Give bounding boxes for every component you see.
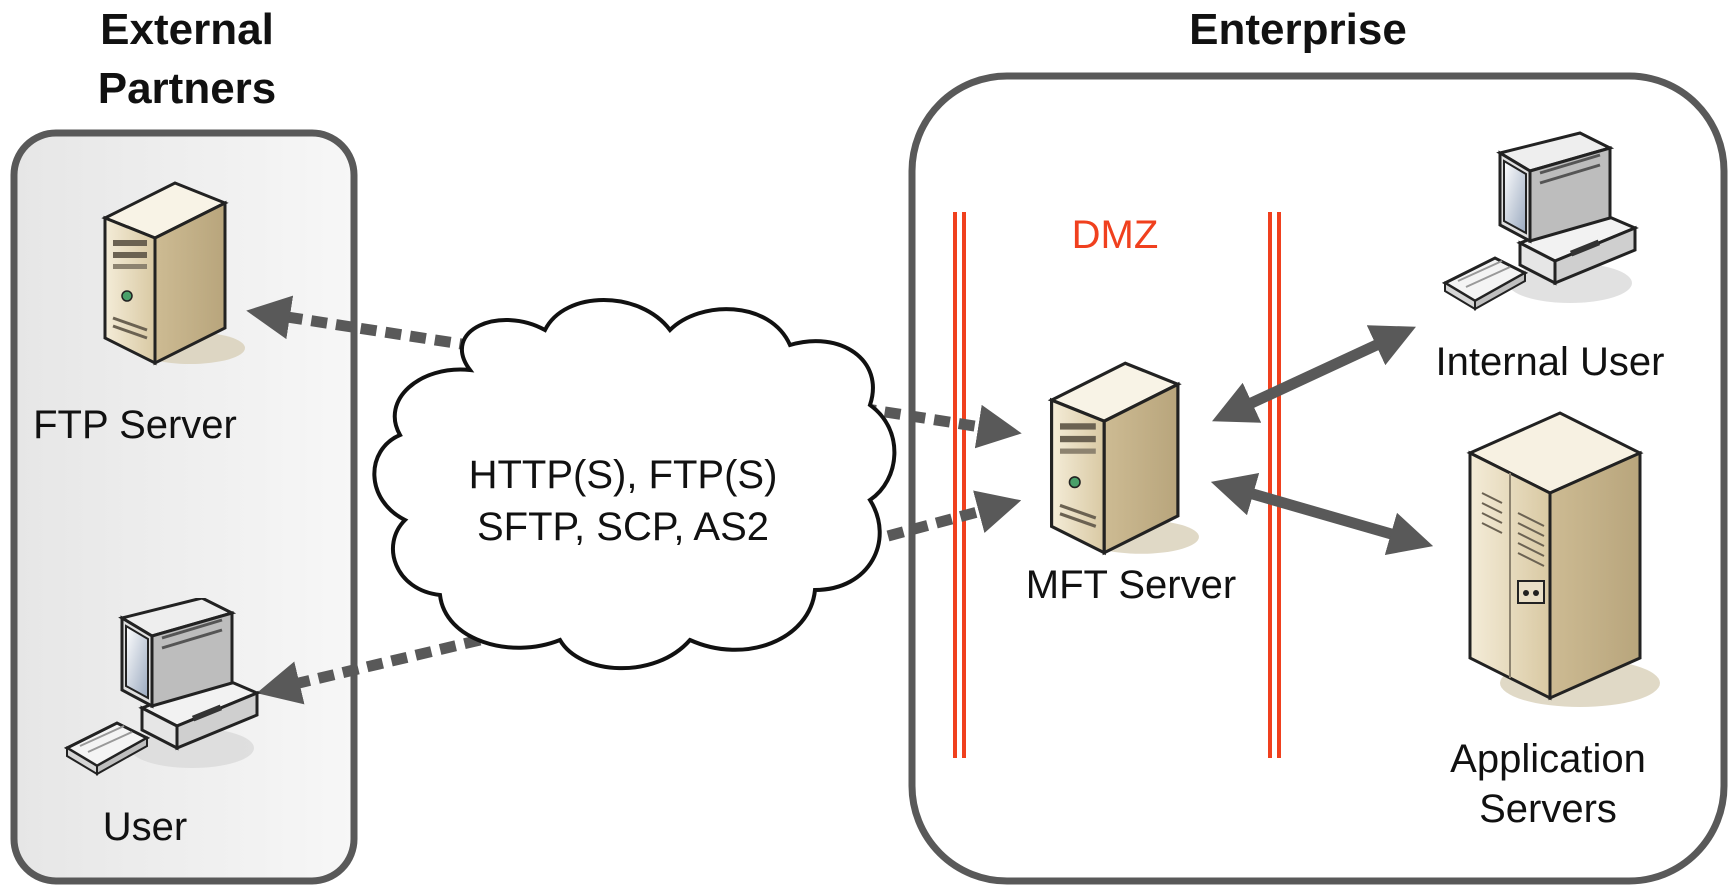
cloud-protocols-line1: HTTP(S), FTP(S) [469, 453, 778, 497]
application-servers-node: Application Servers [1450, 411, 1660, 831]
protocol-cloud: HTTP(S), FTP(S) SFTP, SCP, AS2 [372, 298, 897, 671]
internal-user-label: Internal User [1436, 340, 1665, 384]
mft-server-node: MFT Server [1026, 361, 1236, 607]
enterprise-title: Enterprise [1189, 5, 1407, 54]
arrow-cloud-to-mft-lower [886, 490, 1022, 542]
internal-user-node: Internal User [1436, 131, 1665, 384]
tower-server-icon [1049, 361, 1200, 556]
application-servers-label-line1: Application [1450, 737, 1646, 781]
solid-arrows [1210, 325, 1434, 556]
application-servers-label-line2: Servers [1479, 787, 1617, 831]
dmz-label: DMZ [1072, 213, 1159, 257]
arrow-mft-internal-user [1212, 325, 1416, 423]
cloud-shape [372, 298, 897, 671]
arrow-mft-application-servers [1210, 472, 1434, 556]
external-title-line1: External [100, 5, 274, 54]
tower-server-icon [103, 181, 245, 366]
dmz-left-firewall [953, 212, 966, 758]
external-title-line2: Partners [98, 64, 277, 113]
arrow-to-user [256, 634, 482, 705]
cloud-protocols-line2: SFTP, SCP, AS2 [477, 505, 769, 549]
rack-server-icon [1468, 411, 1660, 709]
user-node: User [65, 598, 259, 849]
mft-server-label: MFT Server [1026, 563, 1236, 607]
ftp-server-node: FTP Server [33, 181, 245, 447]
ftp-server-label: FTP Server [33, 403, 237, 447]
user-label: User [103, 805, 187, 849]
